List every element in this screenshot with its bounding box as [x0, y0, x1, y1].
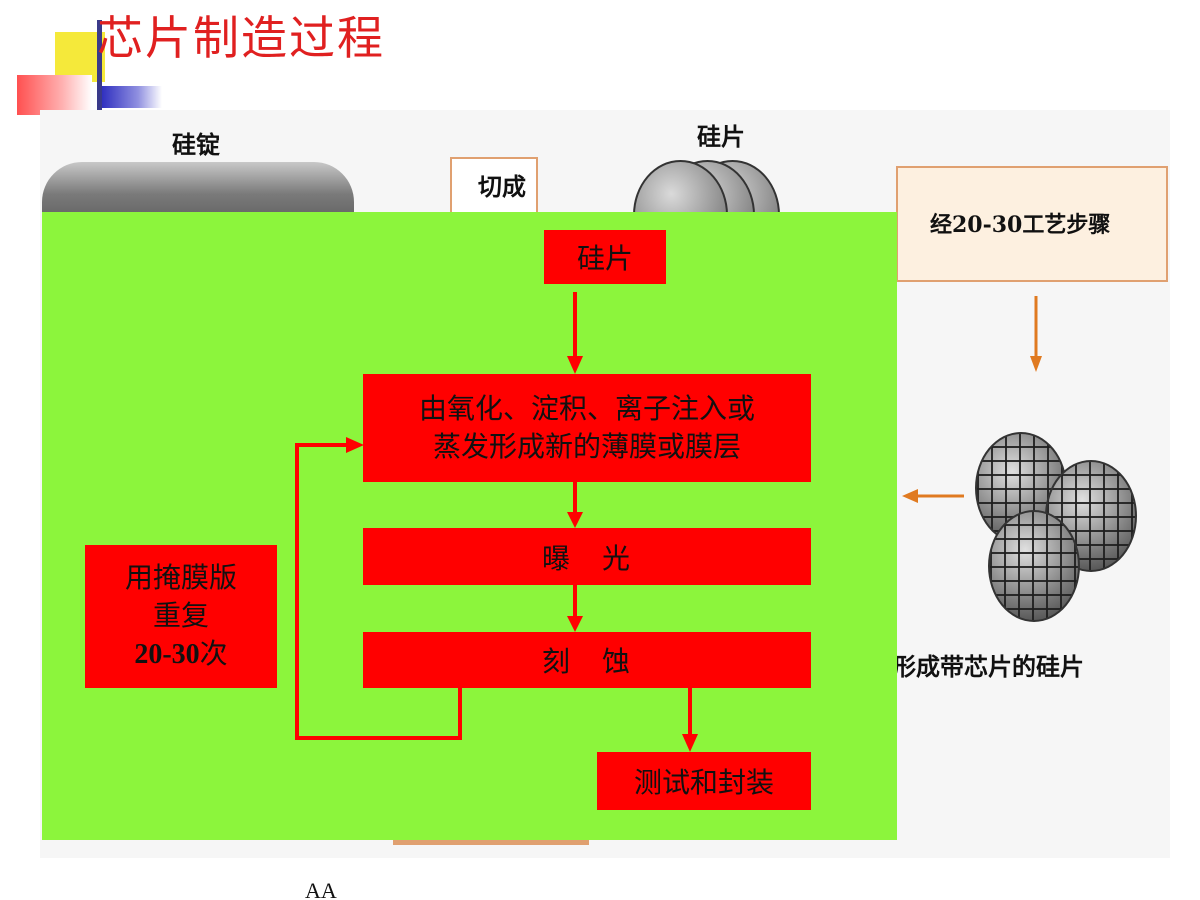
film-step-line1: 由氧化、淀积、离子注入或: [418, 392, 755, 425]
cut-label: 切成: [478, 172, 526, 201]
mask-repeat-note-box: 用掩膜版 重复 20-30次: [85, 545, 277, 688]
bottom-box-edge: [393, 838, 589, 845]
etch-step-box: 刻 蚀: [363, 632, 811, 688]
test-package-step-label: 测试和封装: [633, 766, 774, 799]
process-flow-panel: [42, 212, 897, 840]
title-decoration-bar: [97, 20, 102, 115]
repeat-note-line1: 用掩膜版: [124, 561, 237, 594]
etch-step-label: 刻 蚀: [541, 645, 632, 678]
chip-wafer-image: [1045, 460, 1137, 572]
orange-left-arrow: [902, 489, 964, 503]
chip-wafer-image: [988, 510, 1080, 622]
wafer-step-box: 硅片: [544, 230, 666, 284]
repeat-unit: 次: [199, 637, 228, 670]
exposure-step-label: 曝 光: [541, 541, 632, 575]
slide-footer: AA: [305, 878, 337, 900]
test-package-step-box: 测试和封装: [597, 752, 811, 810]
slide-title: 芯片制造过程: [97, 11, 385, 65]
chip-wafer-label: 形成带芯片的硅片: [892, 652, 1084, 681]
repeat-note-line3: 20-30次: [134, 635, 227, 674]
repeat-note-line2: 重复: [152, 599, 209, 632]
process-steps-label: 经20-30工艺步骤: [930, 212, 1111, 238]
title-decoration-yellow: [55, 32, 105, 82]
film-deposition-step-box: 由氧化、淀积、离子注入或 蒸发形成新的薄膜或膜层: [363, 374, 811, 482]
title-decoration-blue: [102, 86, 162, 108]
orange-down-arrow: [1030, 296, 1042, 372]
film-step-line2: 蒸发形成新的薄膜或膜层: [432, 430, 741, 463]
repeat-count: 20-30: [134, 639, 200, 670]
title-decoration-red: [17, 75, 92, 115]
ingot-label: 硅锭: [172, 130, 220, 159]
wafer-label: 硅片: [697, 122, 745, 151]
exposure-step-box: 曝 光: [363, 528, 811, 585]
process-steps-box: [896, 166, 1168, 282]
wafer-step-label: 硅片: [576, 242, 633, 275]
